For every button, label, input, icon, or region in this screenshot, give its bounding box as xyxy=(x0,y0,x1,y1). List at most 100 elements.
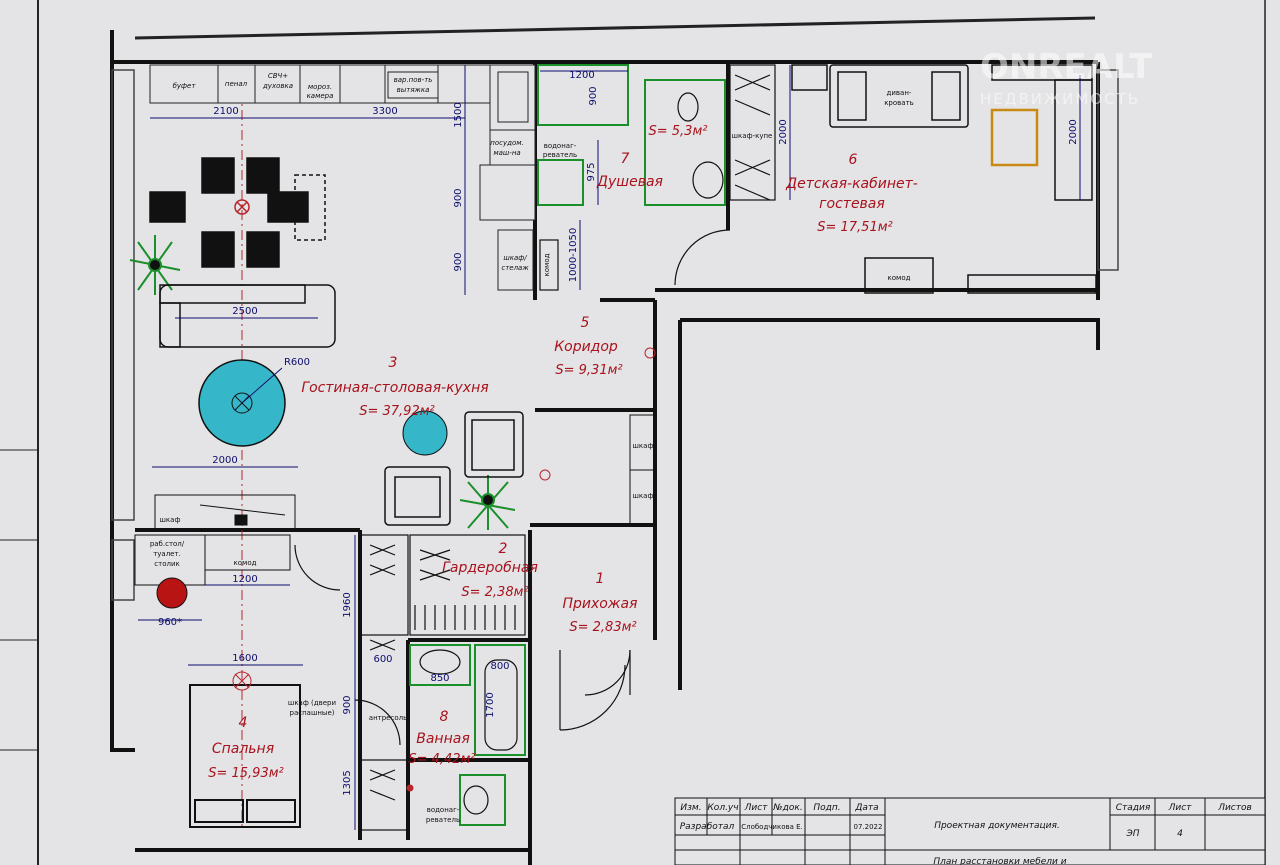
dim-1500: 1500 xyxy=(453,102,464,127)
room-number-2: 2 xyxy=(499,541,508,557)
room-area-1: S= 2,83м² xyxy=(569,620,636,635)
label-komod-kids: комод xyxy=(888,274,911,282)
dimension-values: 2100 3300 2500 R600 2000 1200 960* 1600 … xyxy=(158,70,1079,796)
round-carpet xyxy=(198,359,286,447)
label-rab-stol: раб.стол/ xyxy=(150,540,185,548)
dim-2100: 2100 xyxy=(213,106,238,117)
room-name-7: Душевая xyxy=(596,174,663,190)
label-bufet: буфет xyxy=(173,82,197,90)
label-vytyazhka: вытяжка xyxy=(397,86,430,94)
label-shkaf-kupe: шкаф-купе xyxy=(732,132,773,140)
label-komod-corr: комод xyxy=(543,253,551,276)
room-area-4: S= 15,93м² xyxy=(208,766,284,781)
room-name-4: Спальня xyxy=(212,741,274,757)
room-area-5: S= 9,31м² xyxy=(555,363,622,378)
tb-list-head2: Лист xyxy=(1168,803,1193,813)
dim-1960: 1960 xyxy=(342,592,353,617)
room-number-8: 8 xyxy=(440,709,449,725)
tb-kol: Кол.уч xyxy=(707,803,738,813)
room-number-6: 6 xyxy=(849,152,858,168)
tb-author: Слободчикова Е. xyxy=(741,823,803,831)
tb-stadia: ЭП xyxy=(1125,829,1139,839)
label-raspashnye: распашные) xyxy=(290,709,335,717)
dining-set xyxy=(149,157,326,268)
dim-1000-1050: 1000-1050 xyxy=(568,228,579,283)
tb-izm: Изм. xyxy=(680,803,701,813)
kids-furniture xyxy=(791,64,1097,294)
label-svch: СВЧ+ xyxy=(268,72,288,80)
label-shkaf-stel: шкаф/ xyxy=(503,254,527,262)
window-frames xyxy=(111,69,1119,601)
bed xyxy=(189,671,301,828)
hall-wardrobe xyxy=(629,414,656,526)
dim-1700: 1700 xyxy=(485,692,496,717)
label-stelazh: стелаж xyxy=(501,264,529,272)
dim-2500: 2500 xyxy=(232,306,257,317)
label-penal: пенал xyxy=(225,80,248,88)
shower-room xyxy=(409,64,726,826)
room-number-1: 1 xyxy=(596,571,605,587)
label-kamera: камера xyxy=(307,92,334,100)
label-duhovka: духовка xyxy=(262,82,293,90)
sockets xyxy=(406,347,656,792)
room-name-3: Гостиная-столовая-кухня xyxy=(301,380,488,396)
tb-ndok: №док. xyxy=(772,803,802,813)
label-vodonag-bath: водонаг- xyxy=(427,806,460,814)
dim-600: 600 xyxy=(373,654,392,665)
dim-2000-kupe: 2000 xyxy=(778,119,789,144)
label-moroz: мороз. xyxy=(308,83,332,91)
dim-960: 960* xyxy=(158,617,182,628)
watermark-brand: ONREALT xyxy=(980,47,1153,87)
dim-800: 800 xyxy=(490,661,509,672)
tb-list-head: Лист xyxy=(744,803,769,813)
room-name-6: Детская-кабинет- xyxy=(785,176,918,192)
label-shkaf-hall2: шкаф xyxy=(633,492,654,500)
dim-3300: 3300 xyxy=(372,106,397,117)
room-labels: 1 Прихожая S= 2,83м² 2 Гардеробная S= 2,… xyxy=(208,124,918,781)
tb-doc: Проектная документация. xyxy=(934,821,1060,831)
room-name-6-line2: гостевая xyxy=(819,196,885,212)
dim-900-kitchen: 900 xyxy=(453,188,464,207)
room-area-7: S= 5,3м² xyxy=(649,124,708,139)
room-area-6: S= 17,51м² xyxy=(817,220,893,235)
kitchen-labels: буфет пенал СВЧ+ духовка мороз. камера в… xyxy=(173,72,530,272)
room-number-3: 3 xyxy=(389,355,398,371)
dim-900-closet: 900 xyxy=(342,695,353,714)
room-area-2: S= 2,38м² xyxy=(461,585,528,600)
watermark-sub: НЕДВИЖИМОСТЬ xyxy=(980,90,1140,108)
dim-1600: 1600 xyxy=(232,653,257,664)
dim-900-shelf: 900 xyxy=(453,252,464,271)
tb-data: Дата xyxy=(854,803,878,813)
fixtures xyxy=(419,92,724,815)
closet-hangers xyxy=(359,64,776,831)
vanity-chair xyxy=(156,577,188,609)
label-var-pov: вар.пов-ть xyxy=(394,76,433,84)
tb-plan-title: План расстановки мебели и xyxy=(933,857,1066,865)
dim-2000-kids: 2000 xyxy=(1068,119,1079,144)
room-name-8: Ванная xyxy=(416,731,470,747)
room-number-5: 5 xyxy=(581,315,590,331)
label-stolik: столик xyxy=(154,560,179,568)
label-revatel-bath: реватель xyxy=(426,816,460,824)
door-swings xyxy=(294,229,731,746)
tb-listov-head: Листов xyxy=(1217,803,1252,813)
room-area-8: S= 4,42м² xyxy=(408,752,475,767)
title-block-text: Изм. Кол.уч Лист №док. Подп. Дата Разраб… xyxy=(680,803,1252,865)
plant-icon xyxy=(459,475,516,530)
dim-850: 850 xyxy=(430,673,449,684)
watermark: ONREALT НЕДВИЖИМОСТЬ xyxy=(980,47,1153,108)
label-shkaf-left: шкаф xyxy=(160,516,181,524)
label-antresol: антресоль xyxy=(369,714,407,722)
label-divan: диван- xyxy=(887,89,912,97)
dimension-lines xyxy=(138,65,1081,830)
label-krovat: кровать xyxy=(884,99,914,107)
label-posudom: посудом. xyxy=(490,139,523,147)
dim-1200-shower: 1200 xyxy=(569,70,594,81)
dim-900-shower: 900 xyxy=(588,86,599,105)
room-number-7: 7 xyxy=(621,151,630,167)
label-mash: маш-на xyxy=(493,149,520,157)
label-shkaf-dveri: шкаф (двери xyxy=(288,699,336,707)
room-name-5: Коридор xyxy=(554,339,618,355)
armchairs xyxy=(384,411,524,526)
